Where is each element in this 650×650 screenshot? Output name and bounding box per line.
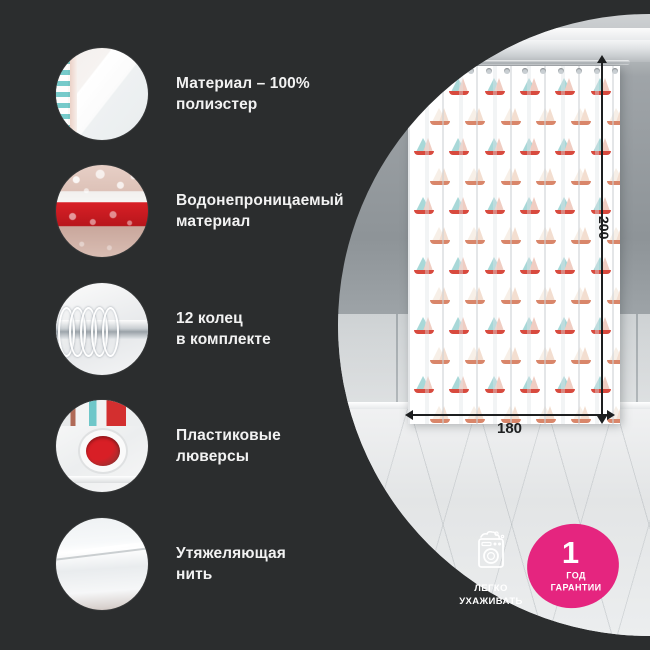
ceiling-molding-upper: [338, 28, 650, 41]
curtain-grommet-dot: [450, 68, 456, 74]
fabric-swatch-image: [56, 48, 148, 140]
width-dimension-line: [405, 410, 615, 420]
warranty-number: 1: [562, 535, 580, 571]
curtain-grommet-dot: [414, 68, 420, 74]
feature-item-material: Материал – 100% полиэстер: [56, 48, 310, 140]
curtain-rings-image: [56, 283, 148, 375]
curtain-grommet-dot: [486, 68, 492, 74]
washing-machine-icon: [478, 530, 505, 568]
ceiling-molding: [338, 40, 650, 62]
curtain-grommet-dot: [432, 68, 438, 74]
easy-care-badge: ЛЕГКО УХАЖИВАТЬ: [455, 530, 527, 609]
feature-item-grommets: Пластиковые люверсы: [56, 400, 281, 492]
curtain-grommet-dot: [468, 68, 474, 74]
shower-rod: [398, 60, 630, 65]
height-dimension-label: 200: [596, 216, 612, 240]
feature-list: Материал – 100% полиэстер Водонепроницае…: [0, 0, 350, 650]
waterproof-material-image: [56, 165, 148, 257]
weighted-thread-image: [56, 518, 148, 610]
curtain-grommet-dot: [504, 68, 510, 74]
height-dimension-line: [597, 55, 607, 424]
warranty-label: ГОД ГАРАНТИИ: [550, 571, 602, 593]
curtain-grommet-dot: [576, 68, 582, 74]
fabric-hem-shape: [56, 476, 148, 483]
curtain-grommets: [408, 68, 620, 78]
feature-label: Утяжеляющая нить: [176, 544, 286, 583]
curtain-grommet-dot: [594, 68, 600, 74]
ring-shape: [102, 306, 119, 357]
feature-item-rings: 12 колец в комплекте: [56, 283, 271, 375]
feature-label: Пластиковые люверсы: [176, 426, 281, 465]
feature-item-weighted-thread: Утяжеляющая нить: [56, 518, 286, 610]
easy-care-label: ЛЕГКО УХАЖИВАТЬ: [459, 583, 523, 607]
fabric-pattern-strip: [56, 400, 148, 426]
curtain-grommet-dot: [540, 68, 546, 74]
width-dimension-label: 180: [497, 420, 523, 437]
feature-label: Водонепроницаемый материал: [176, 191, 344, 230]
plastic-grommet-image: [56, 400, 148, 492]
curtain-grommet-dot: [522, 68, 528, 74]
shower-curtain: [408, 66, 620, 424]
curtain-grommet-dot: [612, 68, 618, 74]
feature-label: Материал – 100% полиэстер: [176, 74, 310, 113]
grommet-hole-shape: [86, 436, 120, 466]
feature-label: 12 колец в комплекте: [176, 309, 271, 348]
curtain-folds: [408, 66, 620, 424]
feature-item-waterproof: Водонепроницаемый материал: [56, 165, 344, 257]
curtain-grommet-dot: [558, 68, 564, 74]
